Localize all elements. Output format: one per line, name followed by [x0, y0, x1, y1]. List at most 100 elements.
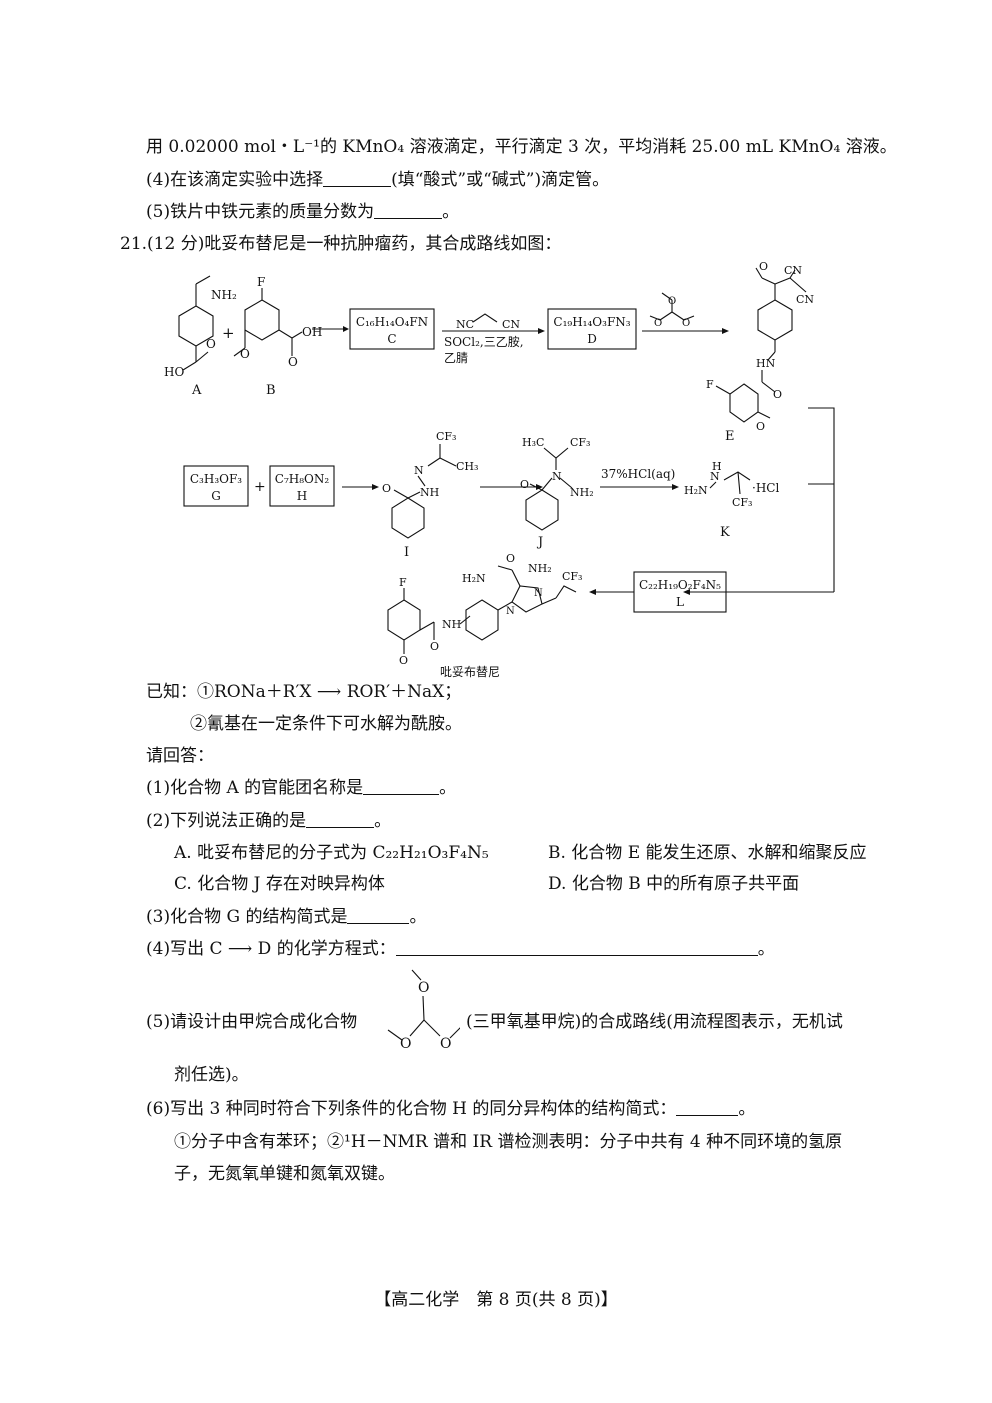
label-nc: NC	[456, 318, 474, 331]
answer-blank[interactable]	[306, 811, 375, 828]
label-h-k: H	[712, 460, 722, 473]
part-2-end: 。	[374, 811, 392, 831]
q20-part-5: (5)铁片中铁元素的质量分数为 。	[146, 201, 459, 223]
label-o-a: O	[206, 337, 216, 351]
compound-e-structure: O CN CN HN O F O E	[706, 260, 814, 444]
part-2-text: (2)下列说法正确的是	[146, 811, 307, 831]
box-l-formula: C₂₂H₁₉O₂F₄N₅	[639, 578, 721, 592]
page-footer: 【高二化学 第 8 页(共 8 页)】	[374, 1290, 618, 1310]
label-o-e: O	[759, 260, 768, 273]
trimethoxymethane-structure: O O O	[387, 969, 460, 1052]
answer-blank[interactable]	[395, 939, 758, 956]
product-structure: F O O NH N N H₂N O NH₂ CF₃ 吡妥布替尼	[387, 552, 582, 679]
label-o-top: O	[418, 980, 429, 996]
option-b: B. 化合物 E 能发生还原、水解和缩聚反应	[548, 843, 867, 863]
answer-blank[interactable]	[676, 1099, 739, 1116]
please-answer: 请回答：	[146, 746, 214, 766]
label-nh2-a: NH₂	[211, 288, 237, 302]
label-a: A	[191, 383, 202, 398]
part-1-end: 。	[439, 778, 457, 798]
label-c: C	[387, 332, 396, 346]
part-6: (6)写出 3 种同时符合下列条件的化合物 H 的同分异构体的结构简式： 。	[146, 1098, 755, 1120]
label-nh2-p: NH₂	[528, 562, 552, 575]
label-cn-e1: CN	[784, 264, 802, 277]
compound-a-structure: NH₂ O HO A	[164, 275, 237, 398]
label-n-k: N	[710, 470, 720, 483]
trimethoxymethane-reagent: O O O	[649, 292, 695, 329]
part-6-text: (6)写出 3 种同时符合下列条件的化合物 H 的同分异构体的结构简式：	[146, 1099, 677, 1119]
plus-sign: +	[222, 324, 235, 342]
label-o-i: O	[382, 482, 391, 495]
label-cf3-j: CF₃	[570, 436, 590, 449]
label-o-t1: O	[668, 296, 676, 307]
label-j: J	[536, 535, 543, 550]
part-4: (4)写出 C ⟶ D 的化学方程式： 。	[146, 938, 775, 960]
label-h3c-j: H₃C	[522, 436, 544, 449]
plus-sign-2: +	[254, 479, 266, 495]
part-5-text-3: 剂任选)。	[174, 1065, 249, 1085]
label-h2n-p: H₂N	[462, 572, 486, 585]
box-c-formula: C₁₆H₁₄O₄FN	[356, 315, 428, 329]
q20-part-5-end: 。	[442, 202, 460, 222]
option-d: D. 化合物 B 中的所有原子共平面	[548, 874, 800, 894]
reagent-hcl: 37%HCl(aq)	[601, 467, 675, 481]
answer-blank[interactable]	[363, 778, 440, 795]
label-ome-p: O	[399, 654, 408, 667]
label-cf3-p: CF₃	[562, 570, 582, 583]
label-b: B	[266, 383, 276, 398]
part-3-end: 。	[409, 907, 427, 927]
part-4-text: (4)写出 C ⟶ D 的化学方程式：	[146, 939, 396, 959]
part-1-text: (1)化合物 A 的官能团名称是	[146, 778, 364, 798]
known-2: ②氰基在一定条件下可水解为酰胺。	[190, 714, 462, 734]
q20-part-5-text: (5)铁片中铁元素的质量分数为	[146, 202, 375, 222]
label-h2n-k: H₂N	[684, 484, 708, 497]
answer-blank[interactable]	[374, 202, 443, 219]
option-c: C. 化合物 J 存在对映异构体	[174, 874, 385, 894]
label-n1-p: N	[506, 606, 515, 617]
label-o-amide-p: O	[430, 640, 439, 653]
answer-blank[interactable]	[347, 907, 410, 924]
compound-b-structure: F O OH O B	[233, 275, 322, 398]
compound-j-structure: H₃C CF₃ N NH₂ O J	[520, 436, 594, 550]
label-hcl-k: ·HCl	[752, 481, 779, 495]
label-cf3-k: CF₃	[732, 496, 752, 509]
label-n-j: N	[552, 470, 562, 483]
label-ho-a: HO	[164, 365, 184, 379]
box-g-formula: C₃H₃OF₃	[190, 472, 242, 486]
product-name: 吡妥布替尼	[440, 665, 500, 679]
label-k: K	[720, 525, 730, 540]
q20-part-4-text-end: (填“酸式”或“碱式”)滴定管。	[391, 170, 610, 190]
label-ch3-i: CH₃	[456, 460, 478, 473]
label-o-t3: O	[682, 318, 690, 329]
known-1: 已知：①RONa＋R′X ⟶ ROR′＋NaX；	[146, 682, 462, 702]
label-d: D	[587, 332, 597, 346]
compound-k-structure: H₂N H N CF₃ ·HCl K	[684, 460, 779, 540]
label-o-left: O	[400, 1036, 411, 1052]
part-4-end: 。	[757, 939, 775, 959]
label-f-p: F	[399, 576, 407, 589]
label-o-amide-e: O	[773, 388, 782, 401]
label-l: L	[676, 595, 684, 609]
label-cn: CN	[502, 318, 520, 331]
q20-part-4: (4)在该滴定实验中选择(填“酸式”或“碱式”)滴定管。	[146, 169, 609, 191]
q20-line-1: 用 0.02000 mol・L⁻¹的 KMnO₄ 溶液滴定，平行滴定 3 次，平…	[146, 137, 897, 157]
answer-blank[interactable]	[323, 170, 392, 187]
label-g: G	[211, 489, 221, 503]
label-f-e: F	[706, 378, 714, 391]
option-a: A. 吡妥布替尼的分子式为 C₂₂H₂₁O₃F₄N₅	[174, 843, 489, 863]
condition-1: ①分子中含有苯环；②¹H－NMR 谱和 IR 谱检测表明：分子中共有 4 种不同…	[174, 1132, 843, 1152]
label-n2-p: N	[534, 588, 543, 599]
label-cn-e2: CN	[796, 293, 814, 306]
label-nh-p: NH	[442, 618, 461, 631]
part-6-end: 。	[738, 1099, 756, 1119]
part-5-text-1: (5)请设计由甲烷合成化合物	[146, 1012, 358, 1032]
label-o-b: O	[288, 355, 298, 369]
label-cf3-i: CF₃	[436, 430, 456, 443]
part-3-text: (3)化合物 G 的结构简式是	[146, 907, 348, 927]
label-e: E	[725, 429, 735, 444]
label-ome-e: O	[756, 420, 765, 433]
part-1: (1)化合物 A 的官能团名称是 。	[146, 777, 456, 799]
condition-2: 子，无氮氧单键和氮氧双键。	[174, 1164, 395, 1184]
compound-i-structure: CF₃ CH₃ N NH O I	[382, 430, 478, 560]
label-nh-i: NH	[420, 486, 439, 499]
